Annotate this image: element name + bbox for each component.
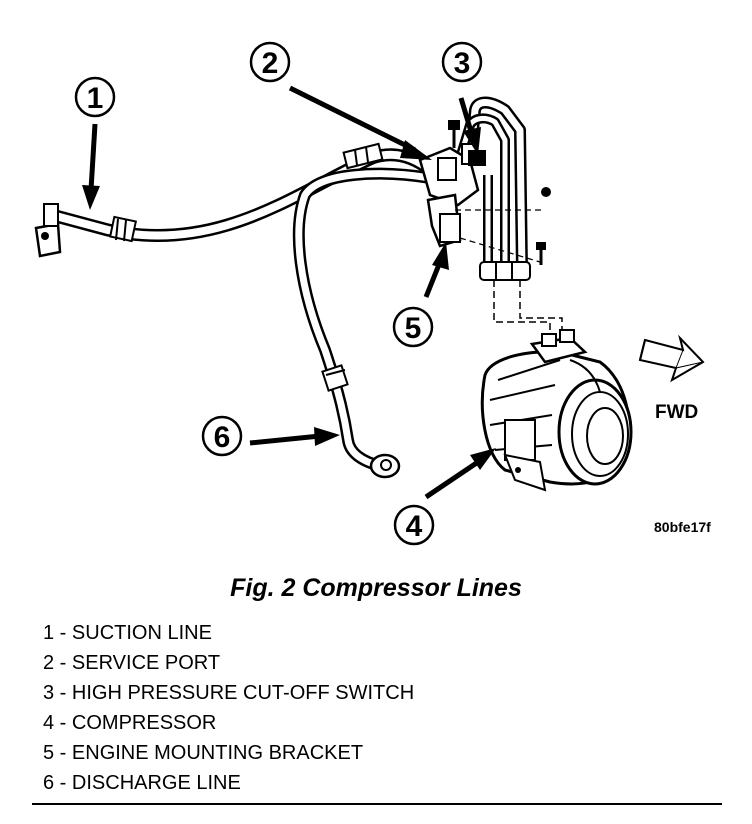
legend-item: 5 - ENGINE MOUNTING BRACKET xyxy=(43,742,364,764)
legend-list: 1 - SUCTION LINE 2 - SERVICE PORT 3 - HI… xyxy=(43,618,414,798)
figure-caption: Fig. 2 Compressor Lines xyxy=(230,574,522,602)
legend-label: DISCHARGE LINE xyxy=(71,772,241,794)
image-code: 80bfe17f xyxy=(654,519,711,535)
compressor xyxy=(480,329,633,492)
callout-6: 6 xyxy=(201,415,340,457)
legend-item: 1 - SUCTION LINE xyxy=(43,622,212,644)
callout-1: 1 xyxy=(74,76,116,210)
legend-label: SERVICE PORT xyxy=(71,652,221,674)
callout-3: 3 xyxy=(441,41,483,155)
manifold-block xyxy=(418,120,486,207)
compressor-lines-diagram: FWD 1 2 3 4 5 6 80bfe17 xyxy=(34,41,711,546)
legend-number: 1 xyxy=(43,622,55,644)
callout-5-number: 5 xyxy=(405,312,422,345)
legend-item: 3 - HIGH PRESSURE CUT-OFF SWITCH xyxy=(43,682,415,704)
callout-6-number: 6 xyxy=(214,421,231,454)
callout-5: 5 xyxy=(392,242,449,348)
discharge-line xyxy=(292,167,436,479)
legend-item: 2 - SERVICE PORT xyxy=(43,652,221,674)
legend-item: 6 - DISCHARGE LINE xyxy=(43,772,241,794)
callout-2-number: 2 xyxy=(262,47,279,80)
legend-number: 5 xyxy=(43,742,55,764)
legend-number: 3 xyxy=(43,682,55,704)
legend-number: 2 xyxy=(43,652,55,674)
legend-number: 4 xyxy=(43,712,55,734)
callout-4: 4 xyxy=(393,448,496,546)
forward-arrow xyxy=(638,334,705,383)
engine-mounting-bracket xyxy=(426,187,551,265)
callout-2: 2 xyxy=(249,41,432,160)
fwd-label: FWD xyxy=(655,402,698,423)
callout-3-number: 3 xyxy=(454,47,471,80)
legend-label: HIGH PRESSURE CUT-OFF SWITCH xyxy=(71,682,415,704)
legend-label: COMPRESSOR xyxy=(71,712,217,734)
legend-label: ENGINE MOUNTING BRACKET xyxy=(71,742,364,764)
legend-label: SUCTION LINE xyxy=(71,622,212,644)
callout-4-number: 4 xyxy=(406,510,423,543)
callout-1-number: 1 xyxy=(87,82,104,115)
bottom-divider xyxy=(32,803,722,805)
legend-item: 4 - COMPRESSOR xyxy=(43,712,217,734)
legend-number: 6 xyxy=(43,772,55,794)
